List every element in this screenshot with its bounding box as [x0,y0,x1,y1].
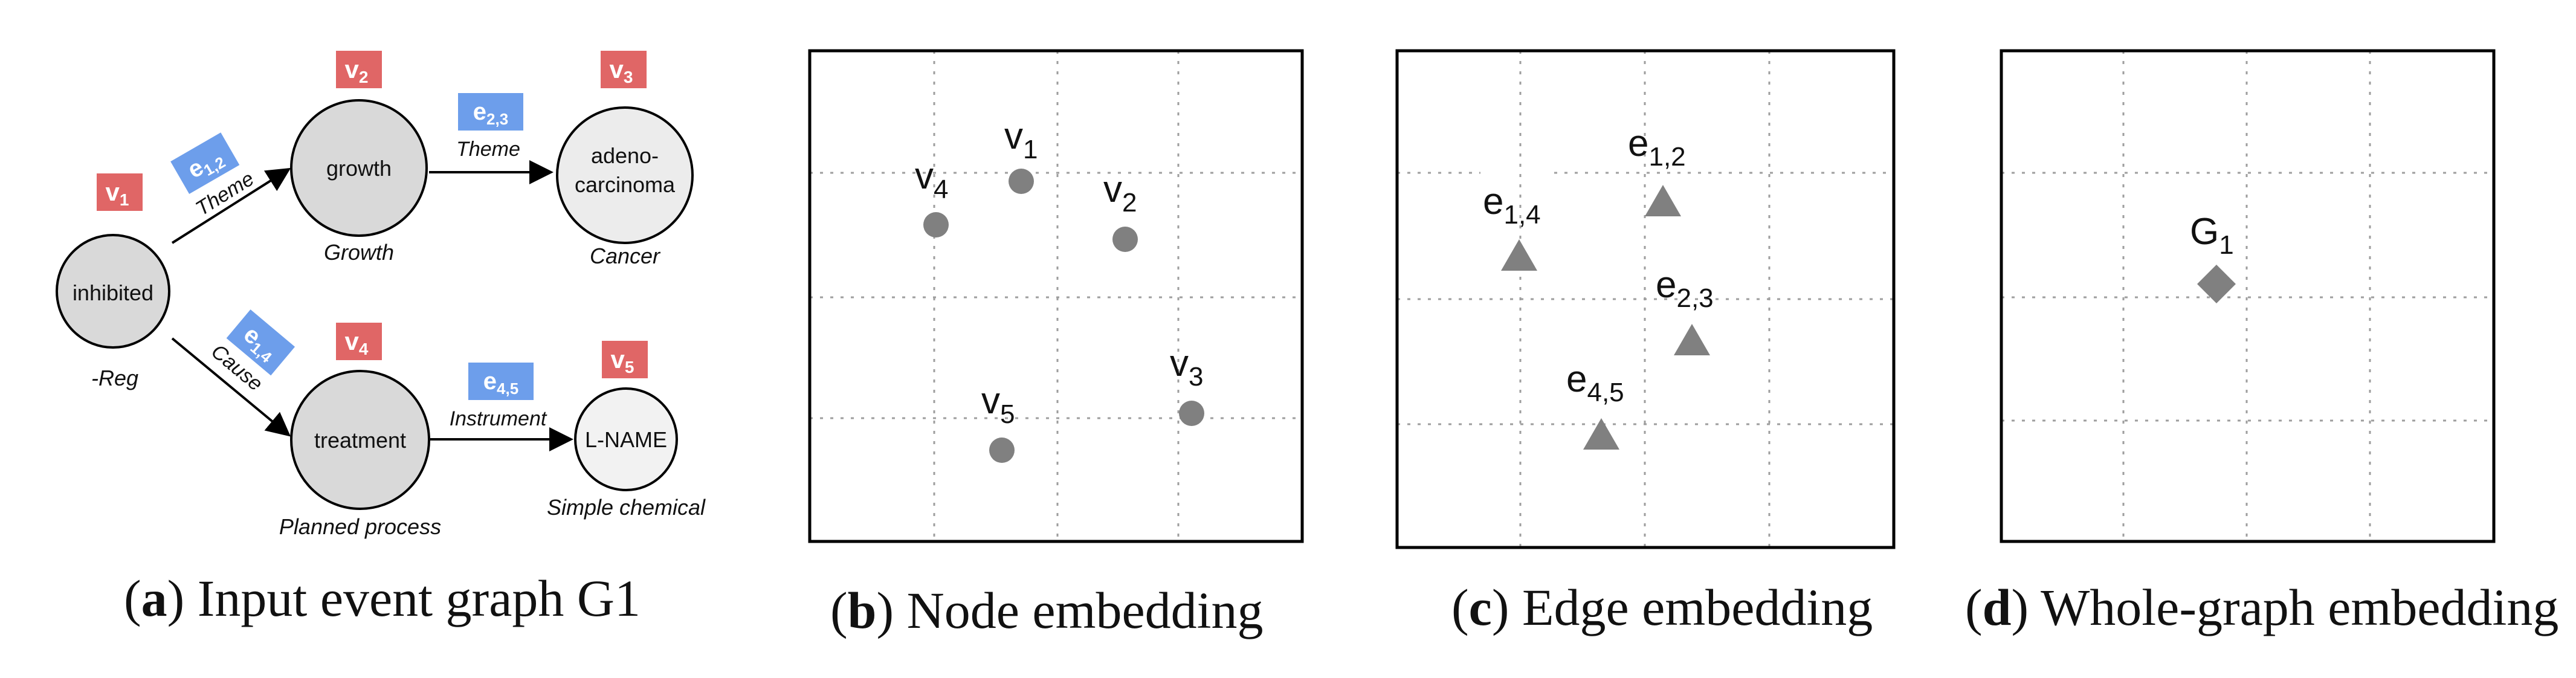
node-v5-tag: v5 [602,341,648,378]
svg-text:v2: v2 [345,55,369,86]
node-v2-type: Growth [324,240,394,265]
edge-e23-tag-sub: 2,3 [486,110,508,128]
node-v3-tag-base: v [610,55,624,83]
node-v4-tag-sub: 4 [359,340,369,358]
edge-point-e23 [1674,324,1710,355]
edge-point-e14 [1501,239,1537,271]
edge-point-e12-label: e1,2 [1628,123,1686,172]
node-v3-text-line2: carcinoma [575,172,676,197]
edge-point-e45-label: e4,5 [1566,358,1624,407]
node-v5-tag-base: v [611,345,625,373]
node-v3-tag-sub: 3 [624,68,633,86]
node-v1-tag-sub: 1 [120,190,129,209]
node-point-v1 [1009,169,1034,194]
node-embedding-panel: v1 v4 v2 v3 v5 [808,49,1304,543]
svg-text:v1: v1 [106,178,129,209]
node-point-v5 [989,437,1015,463]
svg-text:v4: v4 [345,327,369,358]
edge-point-e23-label: e2,3 [1656,264,1714,313]
node-point-v2-label: v2 [1103,169,1137,218]
edge-e14-tag: e1,4 [226,309,295,376]
edge-e45-tag-base: e [483,368,497,395]
node-v1 [56,234,170,349]
node-point-v3-label: v3 [1170,343,1203,392]
whole-graph-embedding-grid [2001,51,2494,541]
node-v4-tag: v4 [336,323,382,360]
edge-e23-role: Theme [456,138,520,161]
caption-d-text: Whole-graph embedding [2041,578,2559,636]
node-v4 [290,370,430,510]
node-point-v3 [1179,401,1204,426]
node-v2 [290,99,428,237]
edge-embedding-panel: e1,2 e1,4 e2,3 e4,5 [1395,49,1896,549]
svg-text:e4,5: e4,5 [483,368,518,398]
node-v5-type: Simple chemical [547,495,706,520]
caption-c-letter: c [1468,578,1492,636]
edge-e45-tag-sub: 4,5 [497,379,518,398]
node-v2-text: growth [326,156,392,181]
node-v4-type: Planned process [279,514,441,539]
edge-e12-line [171,167,291,244]
graph-point-g1-label: G1 [2190,211,2234,260]
node-point-v4 [923,212,949,237]
node-v3 [556,106,694,244]
node-point-v1-label: v1 [1004,115,1038,164]
edge-e14-line [171,337,291,437]
node-point-v4-label: v4 [915,155,948,204]
caption-d-letter: d [1982,578,2012,636]
node-v2-tag-sub: 2 [359,68,369,86]
node-embedding-grid [810,51,1302,541]
node-v3-type: Cancer [590,244,661,268]
node-v1-tag: v1 [97,173,143,211]
caption-d: (d) Whole-graph embedding [1965,578,2559,636]
node-v3-text-line1: adeno- [591,143,659,168]
whole-graph-embedding-panel: G1 [2000,49,2496,543]
node-point-v5-label: v5 [981,380,1015,429]
node-point-v2 [1112,227,1138,252]
caption-c: (c) Edge embedding [1451,578,1873,636]
caption-b: (b) Node embedding [830,581,1264,639]
edge-e12-tag: e1,2 [170,132,240,194]
caption-a: (a) Input event graph G1 [124,569,641,627]
svg-text:v3: v3 [610,55,633,86]
edge-point-e14-label: e1,4 [1483,181,1541,230]
node-v2-tag-base: v [345,55,360,83]
svg-text:v5: v5 [611,345,634,376]
edge-embedding-grid [1397,51,1894,547]
node-v5 [574,387,678,491]
node-embedding-frame [808,49,1304,543]
node-v1-type: -Reg [91,366,138,390]
node-v3-tag: v3 [601,51,647,88]
edge-e45-tag: e4,5 [468,363,534,400]
edge-e23-tag: e2,3 [458,93,523,131]
edge-point-e45 [1583,418,1619,450]
edge-e45-role: Instrument [450,407,547,430]
node-v5-text: L-NAME [585,427,667,452]
node-v1-text: inhibited [73,280,153,305]
node-v5-tag-sub: 5 [625,358,634,376]
caption-b-text: Node embedding [906,581,1264,639]
edge-point-e12 [1645,185,1681,216]
edge-e23-tag-base: e [473,98,486,125]
graph-point-g1 [2197,265,2236,303]
whole-graph-embedding-frame [2000,49,2496,543]
svg-text:e2,3: e2,3 [473,98,508,128]
edge-embedding-frame [1395,49,1896,549]
event-graph: inhibited growth adeno- carcinoma treatm… [56,51,706,539]
caption-a-letter: a [141,569,167,627]
node-v2-tag: v2 [336,51,382,88]
node-v1-tag-base: v [106,178,120,206]
node-v4-text: treatment [314,428,406,453]
node-v4-tag-base: v [345,327,360,355]
caption-a-text: Input event graph G1 [197,569,641,627]
caption-c-text: Edge embedding [1522,578,1873,636]
caption-b-letter: b [847,581,877,639]
